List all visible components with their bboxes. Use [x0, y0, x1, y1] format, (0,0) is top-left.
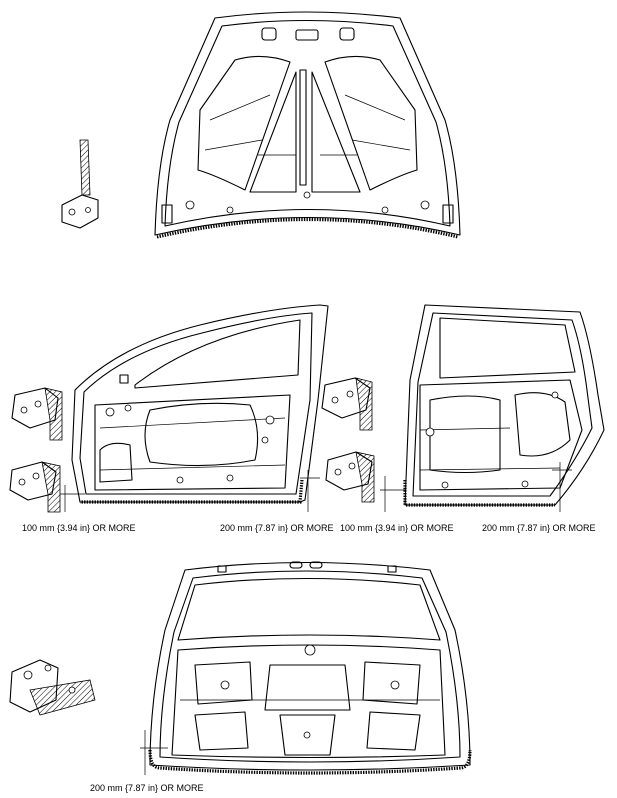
liftgate-panel — [140, 561, 472, 775]
front-door-panel — [60, 304, 329, 512]
front-door-upper-hinge — [11, 387, 63, 441]
rear-door-hinge-side-label: 100 mm {3.94 in} OR MORE — [340, 523, 454, 533]
liftgate-side-label: 200 mm {7.87 in} OR MORE — [90, 783, 204, 793]
rear-door-rear-side-label: 200 mm {7.87 in} OR MORE — [482, 523, 596, 533]
hood-panel — [154, 11, 461, 239]
front-door-rear-side-label: 200 mm {7.87 in} OR MORE — [220, 523, 334, 533]
hood-hinge — [61, 139, 99, 229]
rear-door-panel — [380, 304, 605, 512]
rear-door-lower-hinge — [325, 451, 375, 503]
front-door-hinge-side-label: 100 mm {3.94 in} OR MORE — [22, 523, 136, 533]
rear-door-upper-hinge — [321, 377, 373, 431]
front-door-lower-hinge — [9, 461, 61, 513]
liftgate-hinge — [9, 659, 96, 716]
